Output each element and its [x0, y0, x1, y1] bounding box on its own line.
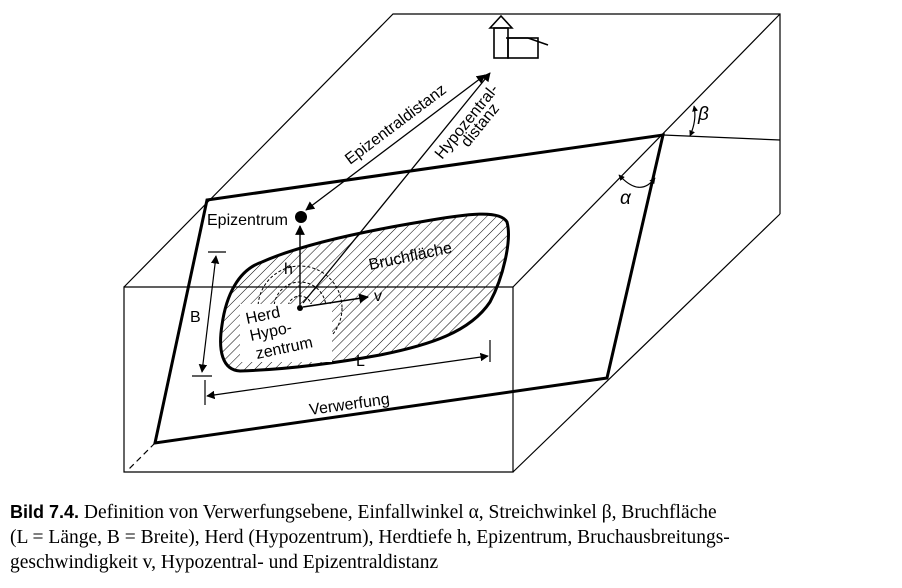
- focus-label: Herd: [244, 304, 281, 328]
- caption-line-2: (L = Länge, B = Breite), Herd (Hypozentr…: [10, 527, 730, 548]
- velocity-arrow: [302, 293, 369, 308]
- fault-plane: [153, 133, 665, 445]
- epicenter-dot: [295, 211, 307, 223]
- hypocenter-label-bg: [240, 304, 332, 362]
- caption-label: Bild 7.4.: [10, 502, 80, 522]
- epicenter-label: Epizentrum: [207, 212, 288, 229]
- alpha-arc: [618, 174, 656, 188]
- velocity-label: v: [374, 288, 382, 305]
- length-label: L: [356, 353, 365, 370]
- beta-label: β: [697, 104, 709, 125]
- alpha-label: α: [620, 188, 632, 209]
- beta-arc: [689, 105, 699, 137]
- epicentral-distance-arrow: [305, 74, 486, 211]
- hypocenter-dot: [297, 305, 303, 311]
- fault-plane-hidden-edge: [127, 442, 156, 471]
- house-icon: [488, 14, 549, 59]
- caption-line-3: geschwindigkeit v, Hypozentral- und Epiz…: [10, 552, 439, 573]
- strike-line: [662, 134, 781, 141]
- depth-label: h: [284, 261, 293, 278]
- figure-caption: Bild 7.4. Definition von Verwerfungseben…: [10, 500, 894, 575]
- fault-diagram: β α h v Epizentraldistanz Hypozentral- d…: [123, 13, 781, 473]
- length-dimension: [204, 340, 491, 405]
- epicentral-distance-label: Epizentraldistanz: [342, 81, 450, 168]
- caption-text-1: Definition von Verwerfungsebene, Einfall…: [79, 502, 717, 523]
- caption-line-1: Bild 7.4. Definition von Verwerfungseben…: [10, 500, 894, 525]
- width-label: B: [190, 309, 201, 326]
